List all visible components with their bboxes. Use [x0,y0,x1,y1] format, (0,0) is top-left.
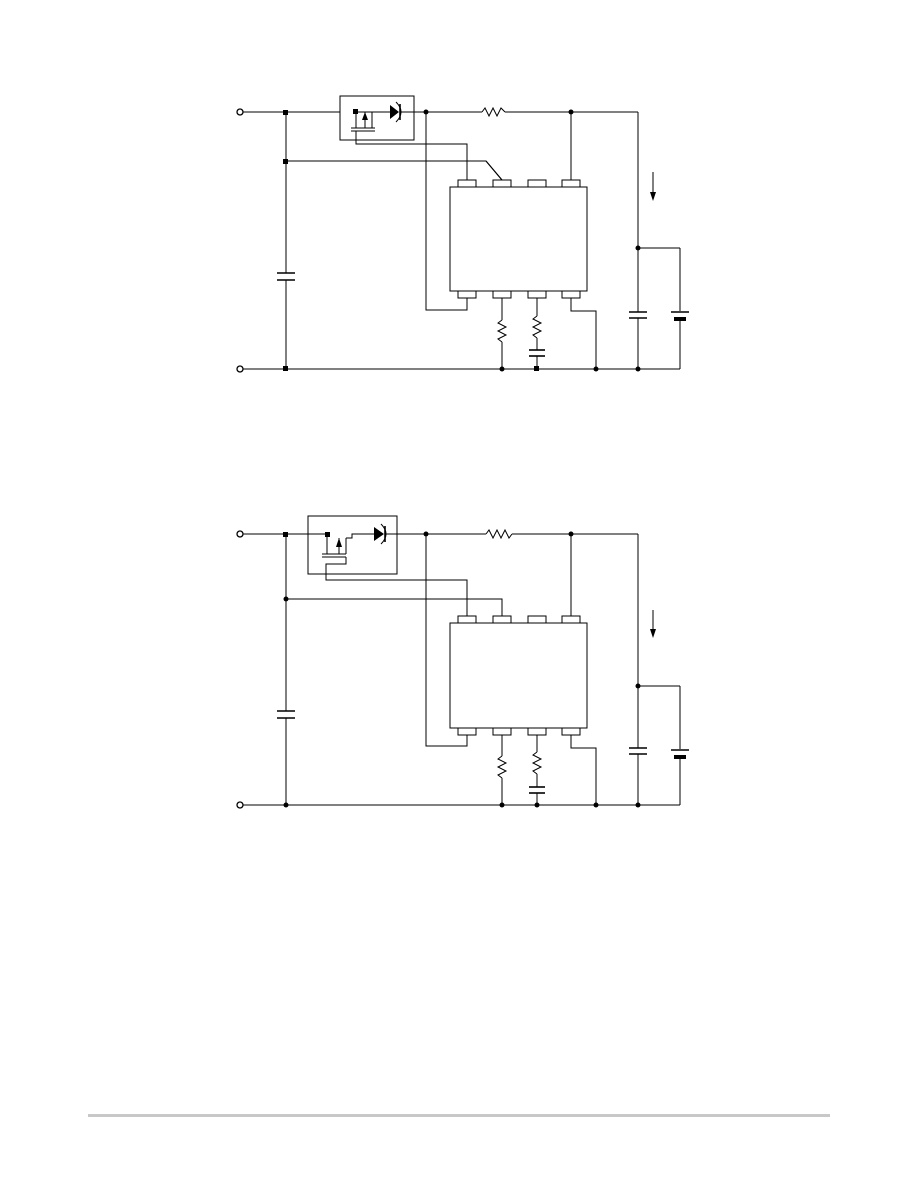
capacitor-icon [629,747,647,755]
arrow-down-icon [650,172,656,201]
diode-icon [380,101,414,123]
resistor-icon [496,755,508,779]
gate-wire [325,557,468,616]
capacitor-icon [529,786,545,794]
circuit-diagram-2 [236,515,689,809]
resistor-icon [485,528,513,540]
input-terminal-positive [236,108,244,116]
mosfet-icon [351,109,380,132]
capacitor-icon [277,710,295,719]
input-terminal-positive [236,530,244,538]
junction [635,366,641,372]
ground-tap-wire [570,735,597,805]
resistor-icon [531,315,543,339]
mosfet-icon [308,532,374,558]
resistor-icon [481,106,506,118]
ground-tap-wire [570,298,597,369]
ic-package-icon [449,615,588,736]
resistor-icon [531,751,543,775]
junction [283,159,288,164]
circuit-diagram-1 [236,95,689,373]
capacitor-icon [529,349,545,357]
supply-wire [286,160,503,181]
switch-package [339,95,415,141]
battery-icon [671,311,689,321]
input-terminal-negative [236,801,244,809]
gate-wire [355,131,468,180]
input-terminal-negative [236,365,244,373]
junction [635,802,641,808]
resistor-icon [496,319,508,343]
battery-icon [671,749,689,759]
sense-wire [425,112,468,311]
capacitor-icon [629,311,647,319]
sense-wire [425,534,468,747]
diode-icon [374,523,397,545]
capacitor-icon [277,272,295,281]
switch-package [307,515,398,575]
footer-rule [88,1114,830,1117]
supply-wire [485,160,503,181]
supply-wire [286,598,503,616]
ic-package-icon [449,179,588,299]
arrow-down-icon [650,610,656,638]
